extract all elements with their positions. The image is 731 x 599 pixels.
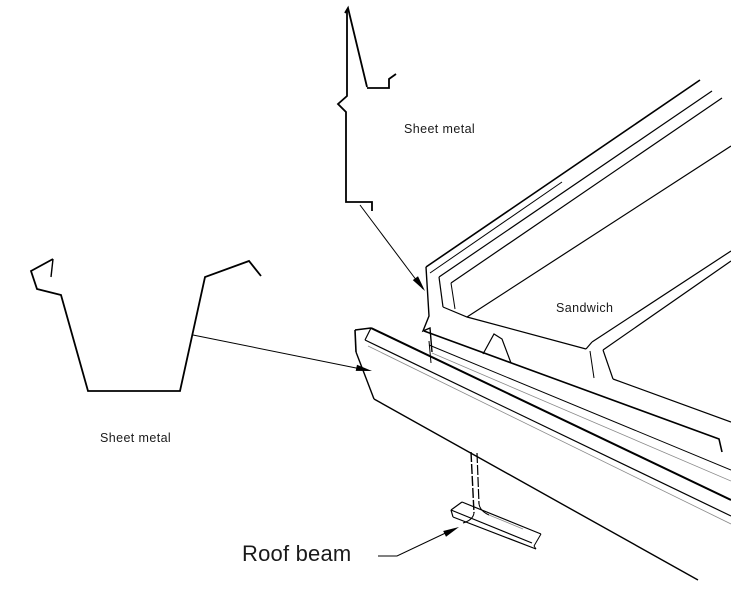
flashing-profile-outline [336, 5, 397, 211]
roof-beam-ibeam [450, 451, 542, 550]
sandwich-panel [421, 79, 731, 482]
leader-roof-beam [378, 527, 459, 557]
leader-sheet-metal-top [359, 204, 425, 291]
gutter-profile-outline [29, 258, 262, 392]
arrowhead-eaves [355, 364, 372, 371]
label-roof-beam: Roof beam [242, 541, 352, 566]
leader-sheet-metal-left [192, 334, 372, 371]
arrowhead-beam [443, 527, 459, 537]
eaves-member [354, 327, 731, 581]
label-sheet-metal-left: Sheet metal [100, 431, 172, 445]
arrowhead-flashing [412, 276, 425, 291]
label-sandwich: Sandwich [556, 301, 614, 315]
label-sheet-metal-top: Sheet metal [404, 122, 476, 136]
